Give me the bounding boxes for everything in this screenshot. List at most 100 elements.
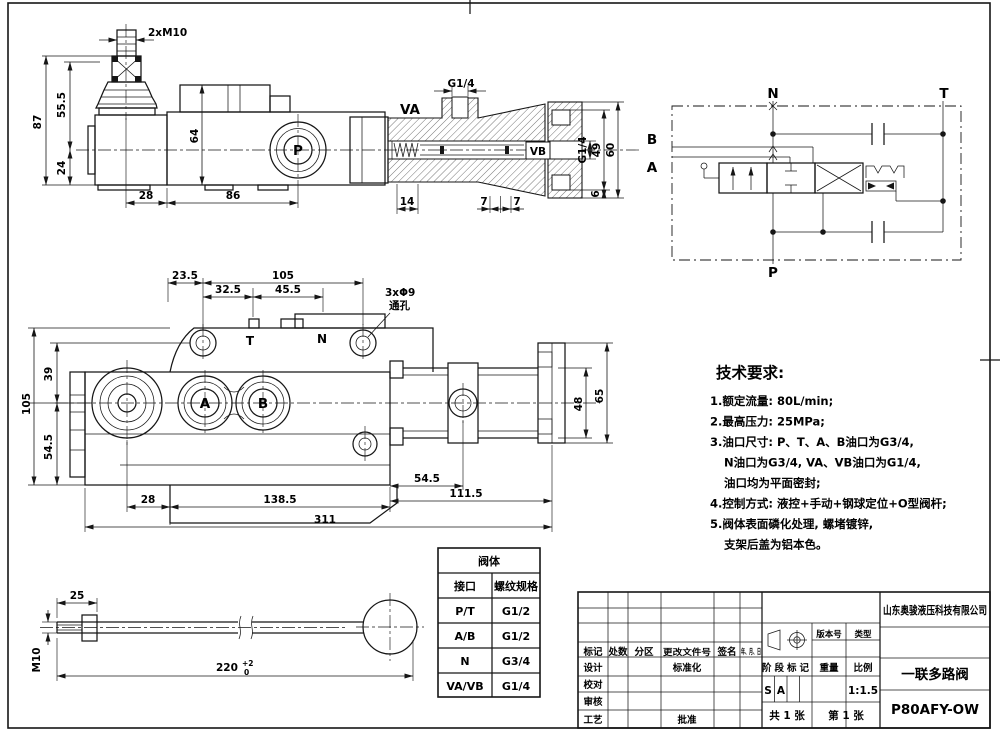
- port-row-4-spec: G1/4: [502, 680, 531, 693]
- dim-220-tol-up: +2: [242, 659, 254, 668]
- dim-64: 64: [189, 129, 201, 144]
- schematic-port-b: B: [647, 132, 657, 148]
- schematic-boundary: [671, 105, 962, 261]
- tb-role-review: 审核: [583, 696, 603, 708]
- tb-company-name: 山东奥骏液压科技有限公司: [883, 603, 987, 617]
- section-view: VB VA G1/4 G1/4 49 60 6 14 7 7: [387, 78, 624, 214]
- schematic-port-p-a: A: [647, 160, 658, 176]
- tech-req-title: 技术要求:: [716, 363, 784, 382]
- dim-311: 311: [314, 514, 336, 526]
- tb-scale-label: 比例: [853, 662, 872, 674]
- dim-87: 87: [32, 115, 44, 130]
- port-table-title: 阀体: [478, 554, 501, 568]
- tb-stage-label: 阶段标记: [762, 662, 812, 674]
- valve-body-front: [84, 371, 391, 486]
- port-row-3-port: N: [460, 655, 469, 668]
- tech-req-item-2: 2.最高压力: 25MPa;: [710, 415, 825, 429]
- dim-g14-top: G1/4: [447, 78, 474, 90]
- lever-symbol: [700, 162, 708, 170]
- lever-nut: [81, 614, 98, 642]
- t-port-label: T: [246, 334, 255, 348]
- dim-54-5-right: 54.5: [414, 473, 440, 485]
- tb-col-zone: 分区: [634, 646, 654, 658]
- tb-role-approve: 批准: [677, 714, 697, 726]
- projection-symbol-icon: [767, 629, 807, 651]
- spool-position-2: [814, 162, 864, 194]
- section-upper-body: [387, 97, 546, 142]
- tb-col-docno: 更改文件号: [663, 647, 712, 658]
- dim-m10: M10: [31, 647, 43, 672]
- tb-col-sign: 签名: [716, 646, 736, 658]
- dim-49: 49: [591, 143, 603, 158]
- p-port-label: P: [293, 143, 303, 159]
- port-row-1-port: P/T: [455, 605, 475, 618]
- dim-54-5-left: 54.5: [43, 434, 55, 460]
- dim-24: 24: [56, 161, 68, 176]
- va-label: VA: [400, 102, 421, 118]
- dim-6: 6: [590, 190, 602, 197]
- detent-symbol: [865, 165, 905, 178]
- tech-req-item-5b: 支架后盖为铝本色。: [723, 538, 828, 552]
- dim-g14-side: G1/4: [577, 136, 589, 163]
- tb-role-design: 设计: [583, 662, 603, 674]
- dim-28-front: 28: [141, 494, 156, 506]
- tb-stage-a: A: [777, 685, 786, 697]
- dim-7b: 7: [513, 196, 520, 208]
- port-row-2-spec: G1/2: [502, 630, 530, 643]
- dim-105-top: 105: [272, 270, 294, 282]
- hole-note-line1: 3xΦ9: [385, 287, 415, 299]
- tb-role-check: 校对: [583, 679, 603, 691]
- dim-28: 28: [139, 190, 154, 202]
- dim-25: 25: [70, 590, 85, 602]
- dim-39: 39: [43, 367, 55, 382]
- dim-65: 65: [594, 389, 606, 404]
- tb-col-mark: 标记: [582, 646, 603, 658]
- dim-220-tol-dn: 0: [244, 668, 249, 677]
- mount-tower: [169, 327, 434, 373]
- port-table-col1: 接口: [454, 579, 476, 593]
- bottom-bracket: [169, 485, 398, 524]
- tb-drawing-number: P80AFY-OW: [891, 702, 979, 718]
- tb-role-process: 工艺: [583, 714, 603, 726]
- bellows-boot: [94, 81, 158, 109]
- lever-drawing: 25 M10 220 +2 0: [31, 590, 424, 681]
- tech-req-item-5: 5.阀体表面磷化处理, 螺堵镀锌,: [710, 517, 873, 531]
- dim-138-5: 138.5: [263, 494, 296, 506]
- port-row-2-port: A/B: [455, 630, 476, 643]
- front-view: T N A B 3xΦ9 通孔 23.5 105 32.5 45.5 39: [21, 270, 613, 532]
- dim-14: 14: [400, 196, 415, 208]
- dim-60: 60: [605, 143, 617, 158]
- tb-version-label: 版本号: [815, 629, 842, 640]
- tb-scale-value: 1:1.5: [848, 685, 878, 697]
- schematic-port-n: N: [767, 86, 778, 102]
- side-view: P 87 55.5 24 64 2xM10 28 86: [32, 24, 640, 208]
- dim-48: 48: [573, 397, 585, 412]
- a-port-label: A: [200, 396, 211, 412]
- n-port-label: N: [317, 332, 327, 346]
- technical-requirements: 技术要求: 1.额定流量: 80L/min; 2.最高压力: 25MPa; 3.…: [710, 363, 947, 552]
- vb-port-box: [525, 141, 551, 160]
- tb-stage-s: S: [764, 685, 772, 697]
- dim-23-5: 23.5: [172, 270, 198, 282]
- dim-86: 86: [226, 190, 241, 202]
- tb-product-name: 一联多路阀: [901, 666, 969, 683]
- port-spec-table: 阀体 接口 螺纹规格 P/T G1/2 A/B G1/2 N G3/4 VA/V…: [437, 547, 541, 698]
- section-lower-body: [387, 158, 546, 197]
- dim-2xM10: 2xM10: [148, 27, 187, 39]
- tech-req-item-3b: N油口为G3/4, VA、VB油口为G1/4,: [724, 456, 921, 470]
- valve-body-side: [166, 111, 386, 186]
- spool-position-1: [718, 162, 768, 194]
- schematic-port-p: P: [768, 265, 778, 281]
- port-row-4-port: VA/VB: [446, 680, 483, 693]
- va-port-bore: [451, 96, 469, 119]
- b-port-label: B: [258, 396, 268, 412]
- dim-105-left: 105: [21, 393, 33, 415]
- tb-weight-label: 重量: [819, 662, 839, 674]
- tech-req-item-4: 4.控制方式: 液控+手动+钢球定位+O型阀杆;: [710, 497, 947, 511]
- tech-req-item-1: 1.额定流量: 80L/min;: [710, 394, 833, 408]
- tb-col-date: 年、月、日: [741, 646, 761, 656]
- hydraulic-schematic: N T B A P: [647, 86, 962, 281]
- tb-sheets-total: 共 1 张: [769, 709, 805, 722]
- vb-label: VB: [530, 146, 546, 158]
- dim-7a: 7: [480, 196, 487, 208]
